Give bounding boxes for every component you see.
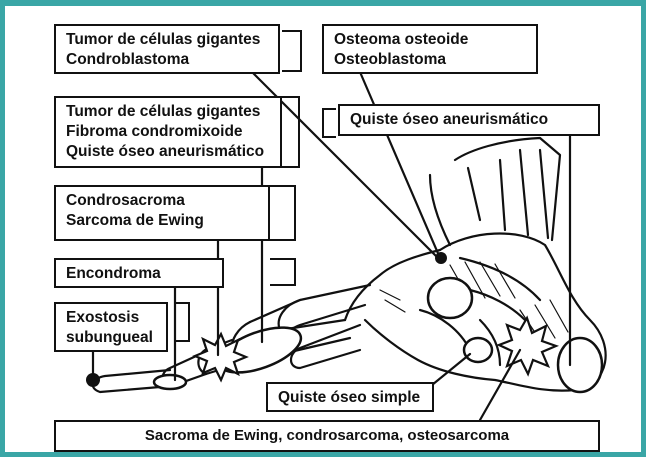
label-line: Condrosacroma [66, 191, 258, 211]
starburst-marker-toe [195, 334, 246, 380]
label-line: Fibroma condromixoide [66, 122, 270, 142]
bracket-box7 [176, 302, 190, 342]
label-subungual-exostosis: Exostosis subungueal [54, 302, 168, 352]
bracket-box4 [282, 96, 300, 168]
label-line: Tumor de células gigantes [66, 30, 268, 50]
bracket-box5 [270, 185, 296, 241]
label-line: Osteoma osteoide [334, 30, 526, 50]
label-line: Exostosis [66, 308, 156, 328]
label-chondrosarcoma-ewing: Condrosacroma Sarcoma de Ewing [54, 185, 270, 241]
lesion-calcaneus-marker [558, 338, 602, 392]
bracket-box3 [322, 108, 336, 138]
label-ewing-chondro-osteosarcoma: Sacroma de Ewing, condrosarcoma, osteosa… [54, 420, 600, 452]
lesion-phalanx-marker [154, 375, 186, 389]
label-line: Tumor de células gigantes [66, 102, 270, 122]
label-line: Osteoblastoma [334, 50, 526, 70]
label-osteoid-osteoblastoma: Osteoma osteoide Osteoblastoma [322, 24, 538, 74]
bracket-box6 [270, 258, 296, 286]
lesion-talus-marker [428, 278, 472, 318]
label-line: Sacroma de Ewing, condrosarcoma, osteosa… [66, 426, 588, 446]
label-line: subungueal [66, 328, 156, 348]
label-simple-bone-cyst: Quiste óseo simple [266, 382, 434, 412]
label-line: Quiste óseo aneurismático [66, 142, 270, 162]
label-line: Quiste óseo simple [278, 388, 422, 408]
label-line: Encondroma [66, 264, 212, 284]
bracket-box1 [282, 30, 302, 72]
label-enchondroma: Encondroma [54, 258, 224, 288]
label-line: Sarcoma de Ewing [66, 211, 258, 231]
leader-line-box2 [360, 72, 440, 258]
label-line: Condroblastoma [66, 50, 268, 70]
label-aneurysmal-cyst-top: Quiste óseo aneurismático [338, 104, 600, 136]
label-line: Quiste óseo aneurismático [350, 110, 588, 130]
lesion-simple-cyst-marker [464, 338, 492, 362]
label-giant-cell-fibroma-cyst: Tumor de células gigantes Fibroma condro… [54, 96, 282, 168]
label-giant-cell-chondroblastoma: Tumor de células gigantes Condroblastoma [54, 24, 280, 74]
